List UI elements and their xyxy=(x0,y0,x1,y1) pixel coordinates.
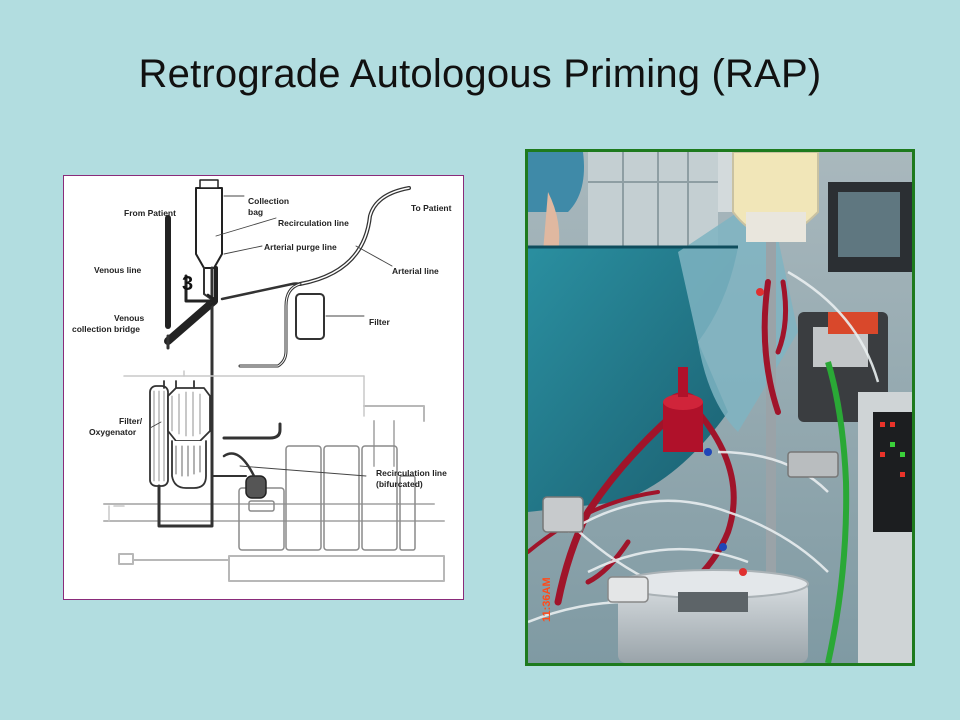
circuit-diagram-drawing: 3 From Patient Venous line Venous collec… xyxy=(72,179,452,582)
photo-timestamp: 11:36AM xyxy=(541,577,553,622)
label-from-patient: From Patient xyxy=(124,208,176,218)
roller-pump-head xyxy=(245,475,267,499)
label-recirc-bifurcated-line1: Recirculation line xyxy=(376,468,447,478)
operating-room-photo-image: 11:36AM xyxy=(528,152,912,663)
label-filter: Filter xyxy=(369,317,390,327)
operating-room-photo: 11:36AM xyxy=(525,149,915,666)
label-filter-oxygenator-line2: Oxygenator xyxy=(89,427,137,437)
step-number-3: 3 xyxy=(182,273,193,295)
label-collection-bag-line1: Collection xyxy=(248,196,289,206)
label-venous-bridge-line2: collection bridge xyxy=(72,324,140,334)
label-to-patient: To Patient xyxy=(411,203,452,213)
label-collection-bag-line2: bag xyxy=(248,207,263,217)
label-arterial-line: Arterial line xyxy=(392,266,439,276)
slide-title: Retrograde Autologous Priming (RAP) xyxy=(138,52,822,96)
pump-modules xyxy=(238,445,416,551)
label-venous-bridge-line1: Venous xyxy=(114,313,145,323)
collection-bag xyxy=(195,187,223,269)
label-filter-oxygenator-line1: Filter/ xyxy=(119,416,143,426)
arterial-filter xyxy=(295,293,325,340)
circuit-diagram: 3 From Patient Venous line Venous collec… xyxy=(63,175,464,600)
label-arterial-purge-line: Arterial purge line xyxy=(264,242,337,252)
label-recirculation-line: Recirculation line xyxy=(278,218,349,228)
label-recirc-bifurcated-line2: (bifurcated) xyxy=(376,479,423,489)
oxygenator-assembly xyxy=(149,380,211,489)
label-venous-line: Venous line xyxy=(94,265,142,275)
